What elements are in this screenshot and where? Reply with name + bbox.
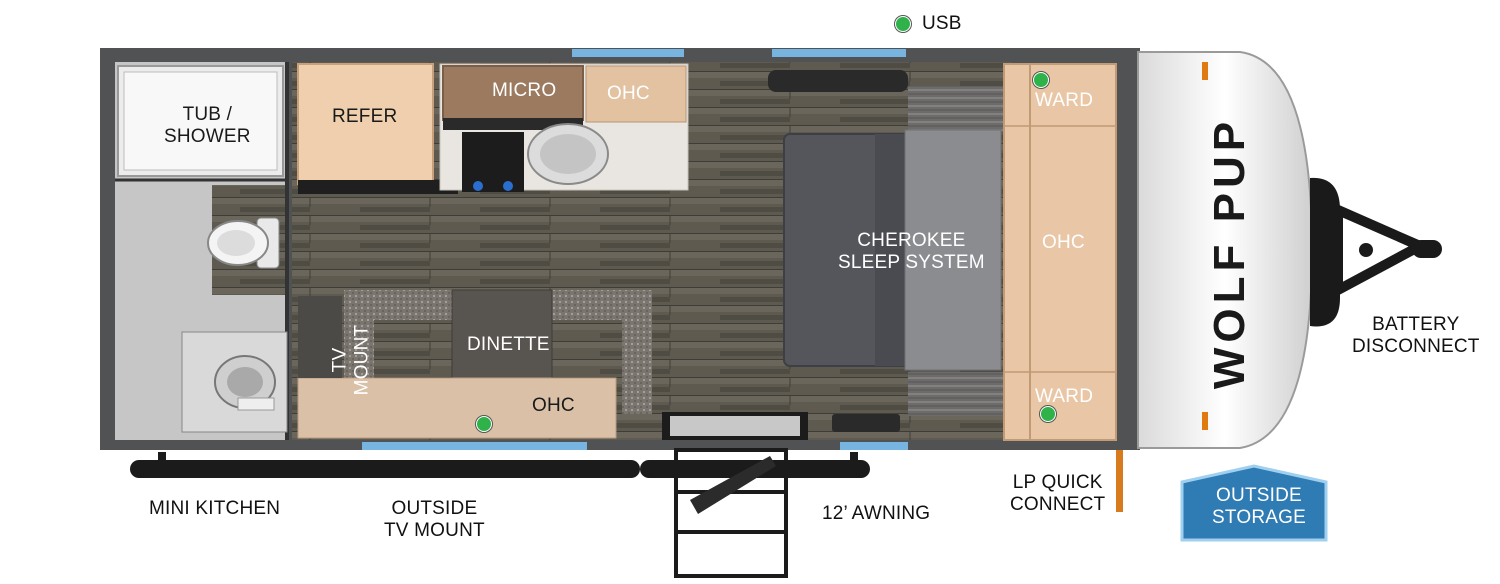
ward-bottom-label: WARD xyxy=(1035,386,1094,407)
kitchen-sink xyxy=(527,123,609,185)
hitch-tongue xyxy=(1310,177,1442,327)
awning-roller xyxy=(130,460,640,478)
sleep-system-label-line1: CHEROKEE xyxy=(857,230,966,251)
sleep-system-label: CHEROKEE SLEEP SYSTEM xyxy=(838,230,985,274)
dinette-area xyxy=(297,289,652,439)
kitchen-ohc-label: OHC xyxy=(607,83,650,104)
lp-quick-connect-label: LP QUICK CONNECT xyxy=(1010,472,1105,516)
battery-disconnect-label-line1: BATTERY xyxy=(1372,314,1460,335)
outside-storage-label-line1: OUTSIDE xyxy=(1216,485,1302,506)
window xyxy=(362,442,587,450)
front-ohc-label: OHC xyxy=(1042,232,1085,253)
outside-tv-mount-label-line2: TV MOUNT xyxy=(384,520,485,541)
tub-shower-label-line2: SHOWER xyxy=(164,126,251,147)
ward-top-label: WARD xyxy=(1035,90,1094,111)
outside-tv-mount-label-line1: OUTSIDE xyxy=(391,498,478,519)
tub-shower-label-line1: TUB / xyxy=(182,104,233,125)
battery-disconnect-label: BATTERY DISCONNECT xyxy=(1352,314,1480,358)
sleep-system xyxy=(783,86,1008,416)
tv-mount-label: TV MOUNT xyxy=(329,325,373,396)
toilet xyxy=(207,217,280,269)
usb-dot xyxy=(1040,406,1056,422)
cooktop xyxy=(462,132,524,192)
tv-mount-label-line2: MOUNT xyxy=(351,324,373,396)
sleep-system-label-line2: SLEEP SYSTEM xyxy=(838,252,985,273)
usb-legend-label: USB xyxy=(922,13,962,34)
outside-tv-mount-label: OUTSIDE TV MOUNT xyxy=(384,498,485,542)
micro-label: MICRO xyxy=(492,80,557,101)
outside-storage-badge xyxy=(1180,464,1328,542)
dinette-ohc-label: OHC xyxy=(532,395,575,416)
wall-shelf xyxy=(768,70,908,92)
bathroom-sink xyxy=(181,331,288,433)
usb-dot xyxy=(1033,72,1049,88)
lp-quick-connect-label-line2: CONNECT xyxy=(1010,494,1106,515)
dinette-label: DINETTE xyxy=(467,334,550,355)
tv-mount-label-line1: TV xyxy=(329,347,351,373)
window xyxy=(772,49,906,57)
kitchen-ohc xyxy=(585,65,687,123)
refer-label: REFER xyxy=(332,106,398,127)
awning-label: 12’ AWNING xyxy=(822,503,931,524)
mini-kitchen-label: MINI KITCHEN xyxy=(149,498,281,519)
entry-steps xyxy=(674,448,788,578)
usb-legend-icon xyxy=(895,16,911,32)
outside-storage-label-line2: STORAGE xyxy=(1212,507,1306,528)
usb-dot xyxy=(476,416,492,432)
battery-disconnect-label-line2: DISCONNECT xyxy=(1352,336,1480,357)
window xyxy=(840,442,908,450)
lp-line xyxy=(1116,450,1123,512)
refrigerator xyxy=(297,63,434,185)
tub-shower-label: TUB / SHOWER xyxy=(164,104,251,148)
window xyxy=(572,49,684,57)
microwave xyxy=(442,65,584,121)
outside-storage-label: OUTSIDE STORAGE xyxy=(1212,485,1306,529)
wolf-pup-logo: WOLF PUP xyxy=(1205,116,1254,390)
lp-quick-connect-label-line1: LP QUICK xyxy=(1012,472,1103,493)
